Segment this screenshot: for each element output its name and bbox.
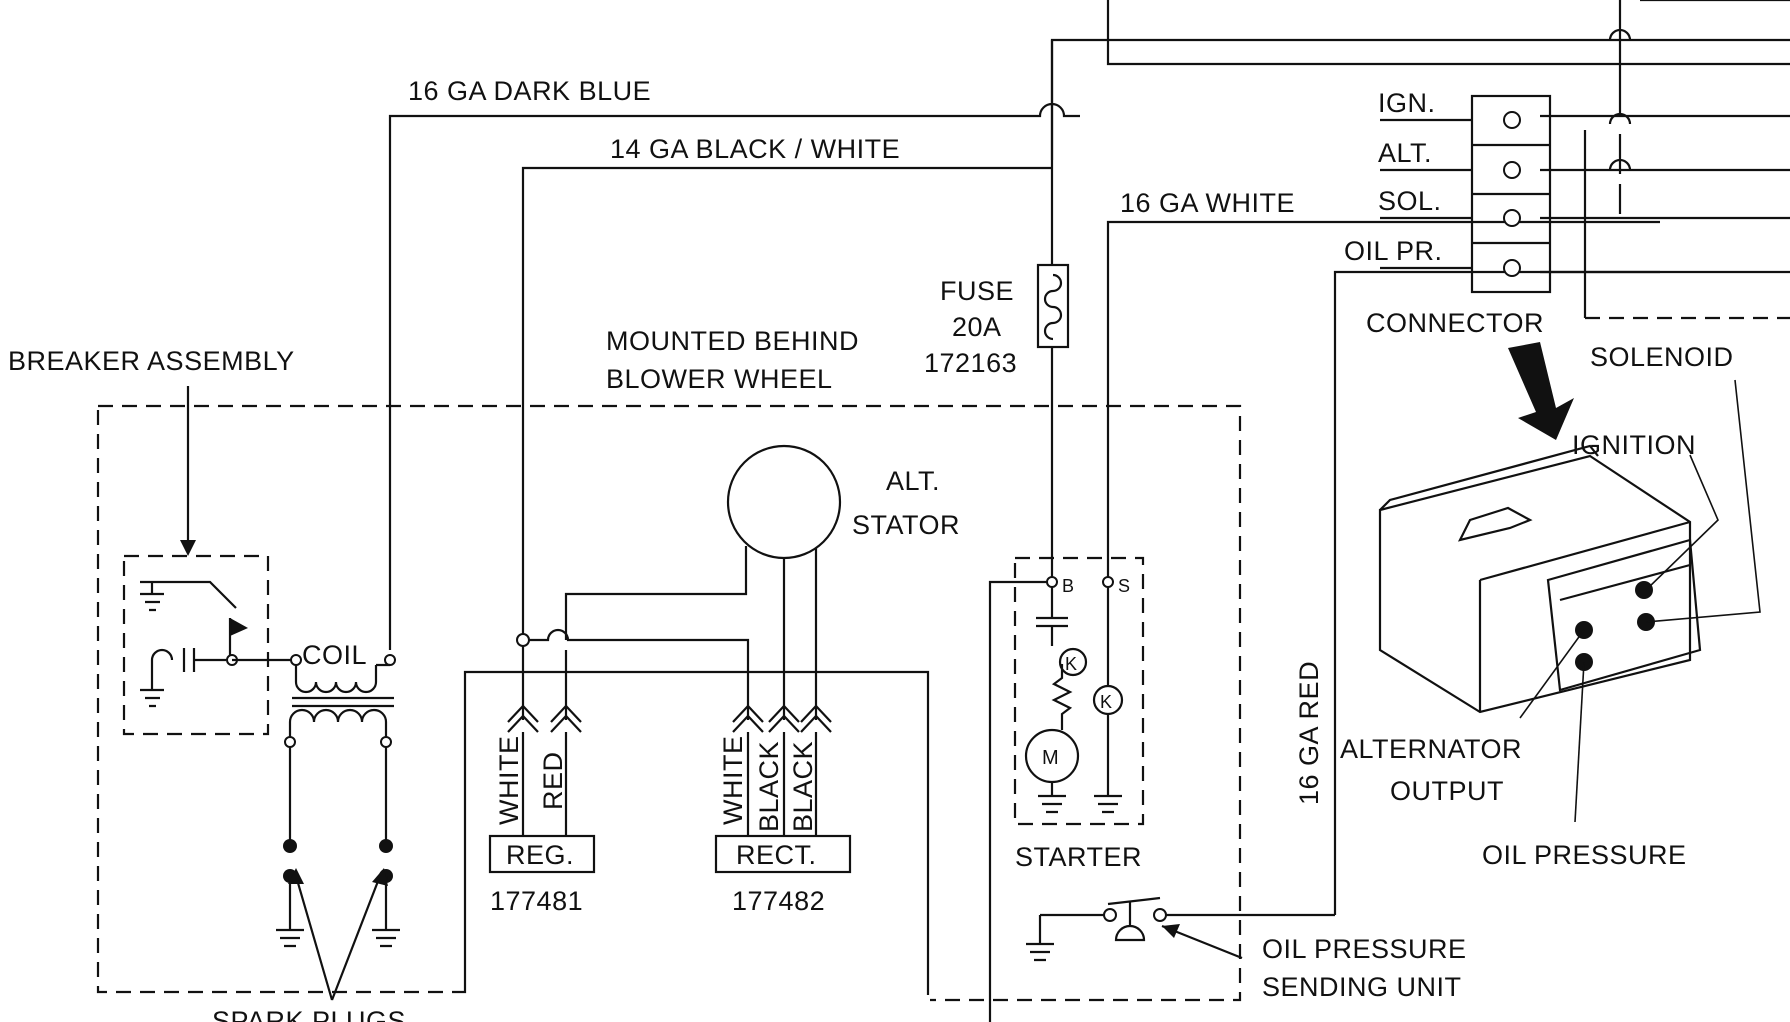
regulator-leads (463, 628, 930, 995)
wire-dark-blue: 16 GA DARK BLUE (388, 76, 1080, 650)
wire-label-dark-blue: 16 GA DARK BLUE (408, 76, 651, 106)
connector-arrow (1508, 342, 1574, 440)
alt-stator-line1: ALT. (886, 466, 940, 496)
starter-motor-m: M (1042, 747, 1059, 769)
starter-label: STARTER (1015, 842, 1142, 872)
oil-pressure-switch (1026, 896, 1335, 962)
reg-lead-red: RED (538, 751, 568, 810)
rect-lead-white: WHITE (718, 736, 748, 826)
connector-pin-alt: ALT. (1378, 138, 1432, 168)
starter-assembly (988, 556, 1145, 1022)
oil-sender-line1: OIL PRESSURE (1262, 934, 1467, 964)
plug-oil-pressure-label: OIL PRESSURE (1482, 840, 1687, 870)
plug-alternator-output-label: OUTPUT (1390, 776, 1504, 806)
wire-label-white: 16 GA WHITE (1120, 188, 1295, 218)
spark-plugs-label: SPARK PLUGS (212, 1006, 406, 1022)
rectifier-label: RECT. (736, 840, 817, 870)
mounted-note-line2: BLOWER WHEEL (606, 364, 833, 394)
coil-label: COIL (302, 640, 367, 670)
rectifier-box (714, 834, 852, 874)
regulator-part-number: 177481 (490, 886, 583, 916)
fuse-symbol (1036, 263, 1070, 580)
fuse-rating: 20A (952, 312, 1002, 342)
blower-wheel-dashed-box (96, 404, 1242, 1002)
plug-solenoid-label: SOLENOID (1590, 342, 1734, 372)
starter-term-b: B (1062, 576, 1075, 596)
alt-stator (564, 444, 842, 720)
reg-lead-white: WHITE (494, 736, 524, 826)
rectifier-part-number: 177482 (732, 886, 825, 916)
wire-label-red: 16 GA RED (1294, 661, 1324, 805)
plug-alternator-label: ALTERNATOR (1340, 734, 1522, 764)
starter-relay-k1: K (1065, 654, 1078, 674)
rect-lead-black-2: BLACK (788, 741, 818, 832)
spark-plug-arrows (288, 868, 388, 1001)
breaker-arrow-head (180, 540, 196, 556)
alt-stator-line2: STATOR (852, 510, 960, 540)
connector-label: CONNECTOR (1366, 308, 1544, 338)
connector-pin-ign: IGN. (1378, 88, 1436, 118)
wire-white: 16 GA WHITE (1106, 188, 1660, 582)
fuse-part-number: 172163 (924, 348, 1017, 378)
wire-black-white: 14 GA BLACK / WHITE (521, 134, 1052, 640)
wire-label-black-white: 14 GA BLACK / WHITE (610, 134, 900, 164)
connector-block: IGN. ALT. SOL. OIL PR. CONNECTOR (1344, 88, 1552, 338)
regulator-label: REG. (506, 840, 574, 870)
rect-lead-black-1: BLACK (754, 741, 784, 832)
starter-term-s: S (1118, 576, 1131, 596)
ignition-coil (276, 654, 400, 948)
fuse-label: FUSE (940, 276, 1014, 306)
plug-ignition-label: IGNITION (1572, 430, 1696, 460)
connector-pin-sol: SOL. (1378, 186, 1442, 216)
connector-pin-oil: OIL PR. (1344, 236, 1443, 266)
regulator-box (488, 834, 596, 874)
plug-drawing (1378, 379, 1761, 823)
breaker-assembly-label: BREAKER ASSEMBLY (8, 346, 295, 376)
breaker-assembly (122, 554, 292, 736)
oil-sender-line2: SENDING UNIT (1262, 972, 1462, 1002)
starter-relay-k2: K (1100, 692, 1113, 712)
mounted-note-line1: MOUNTED BEHIND (606, 326, 859, 356)
